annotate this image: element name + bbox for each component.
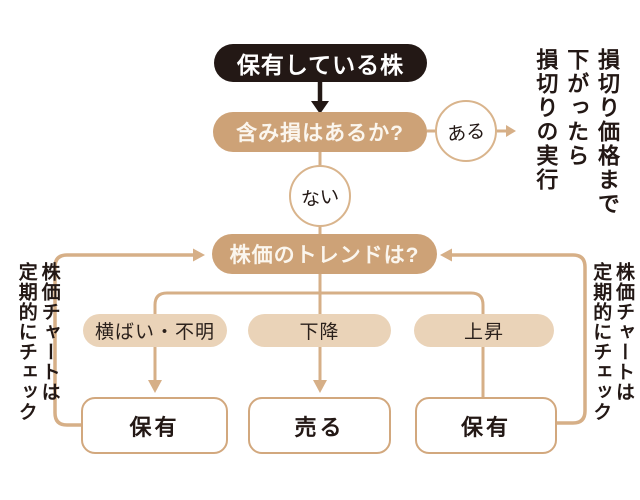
arrowhead-right-feedback: [440, 248, 452, 262]
loop-left-feedback: [53, 253, 193, 427]
loop-right-feedback: [452, 253, 587, 425]
branch-downtrend: 下降: [248, 314, 391, 347]
note-check-chart-right: 株価チャートは 定期的にチェック: [590, 262, 634, 422]
arrowhead-middle-result: [313, 380, 327, 393]
answer-yes-label: ある: [446, 120, 487, 146]
branch-rail: [153, 291, 485, 398]
node-answer-no: ない: [289, 165, 351, 227]
node-held-stocks: 保有している株: [214, 44, 427, 82]
arrowhead-start-to-q1: [311, 101, 329, 114]
note-stop-loss-execution: 損切り価格まで 下がったら 損切りの実行: [533, 48, 620, 216]
branch-sideways-unknown: 横ばい・不明: [83, 314, 227, 347]
arrowhead-left-feedback: [193, 248, 205, 262]
node-question-price-trend: 株価のトレンドは?: [212, 234, 437, 274]
note-check-chart-left: 株価チャートは 定期的にチェック: [15, 262, 60, 422]
answer-no-label: ない: [300, 185, 341, 211]
result-hold-right: 保有: [415, 397, 557, 454]
result-hold-left: 保有: [81, 397, 228, 454]
arrowhead-left-result: [148, 380, 162, 393]
arrowhead-yes-to-stoploss: [506, 125, 516, 137]
result-sell: 売る: [248, 397, 391, 454]
node-answer-yes: ある: [435, 100, 497, 162]
node-question-unrealized-loss: 含み損はあるか?: [213, 112, 427, 152]
branch-uptrend: 上昇: [414, 314, 554, 347]
